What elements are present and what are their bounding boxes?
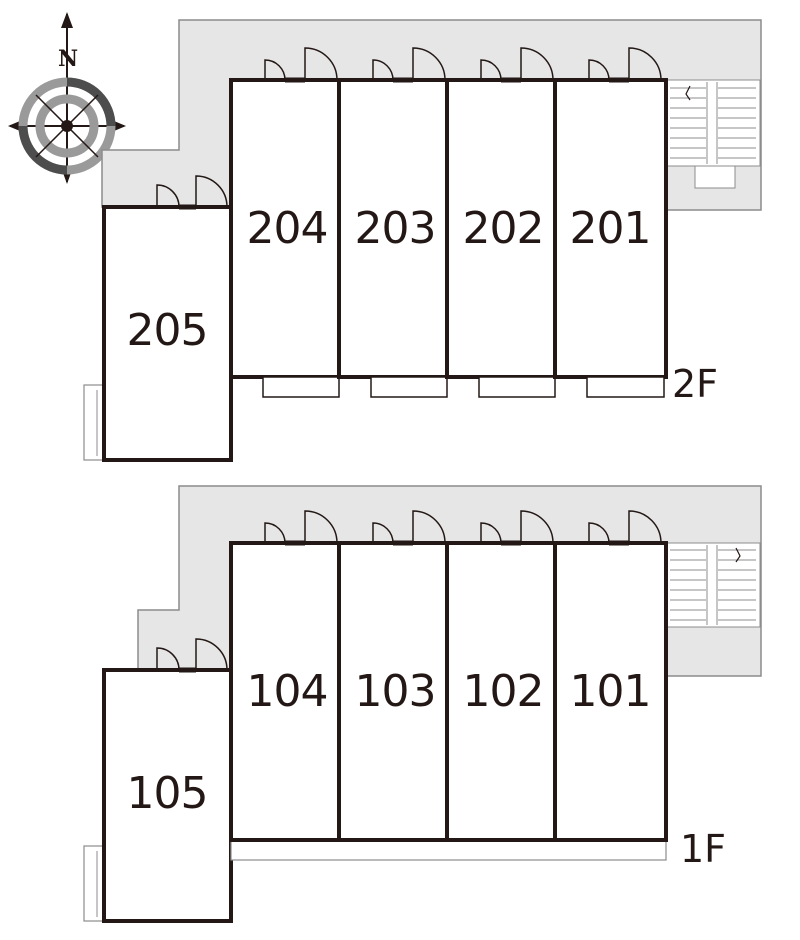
room-202: 202 xyxy=(445,47,557,398)
floor-1f: 105 104 103 xyxy=(83,485,762,923)
room-204-label: 204 xyxy=(247,203,328,254)
room-102: 102 xyxy=(445,510,557,842)
door-205 xyxy=(156,175,228,210)
room-202-label: 202 xyxy=(463,203,544,254)
floor-label-1f: 1F xyxy=(680,827,726,871)
room-104-label: 104 xyxy=(247,666,328,717)
staircase-1f xyxy=(665,542,761,628)
room-103-label: 103 xyxy=(355,666,436,717)
room-105: 105 xyxy=(83,638,233,923)
balcony-1f xyxy=(230,839,667,861)
room-203-label: 203 xyxy=(355,203,436,254)
room-101-label: 101 xyxy=(570,666,651,717)
room-104: 104 xyxy=(229,510,341,842)
room-204: 204 xyxy=(229,47,341,398)
compass-north-label: N xyxy=(58,46,78,72)
room-203: 203 xyxy=(337,47,449,398)
compass-rose-icon xyxy=(8,12,126,184)
room-201-label: 201 xyxy=(570,203,651,254)
room-205-label: 205 xyxy=(127,305,208,356)
room-101: 101 xyxy=(553,510,668,842)
room-103: 103 xyxy=(337,510,449,842)
room-105-label: 105 xyxy=(127,768,208,819)
compass: N xyxy=(8,12,126,184)
room-205: 205 xyxy=(83,175,233,462)
staircase-2f xyxy=(665,79,761,189)
floor-label-2f: 2F xyxy=(672,362,718,406)
room-102-label: 102 xyxy=(463,666,544,717)
floor-2f: 205 204 203 xyxy=(83,19,762,462)
room-201: 201 xyxy=(553,47,668,398)
